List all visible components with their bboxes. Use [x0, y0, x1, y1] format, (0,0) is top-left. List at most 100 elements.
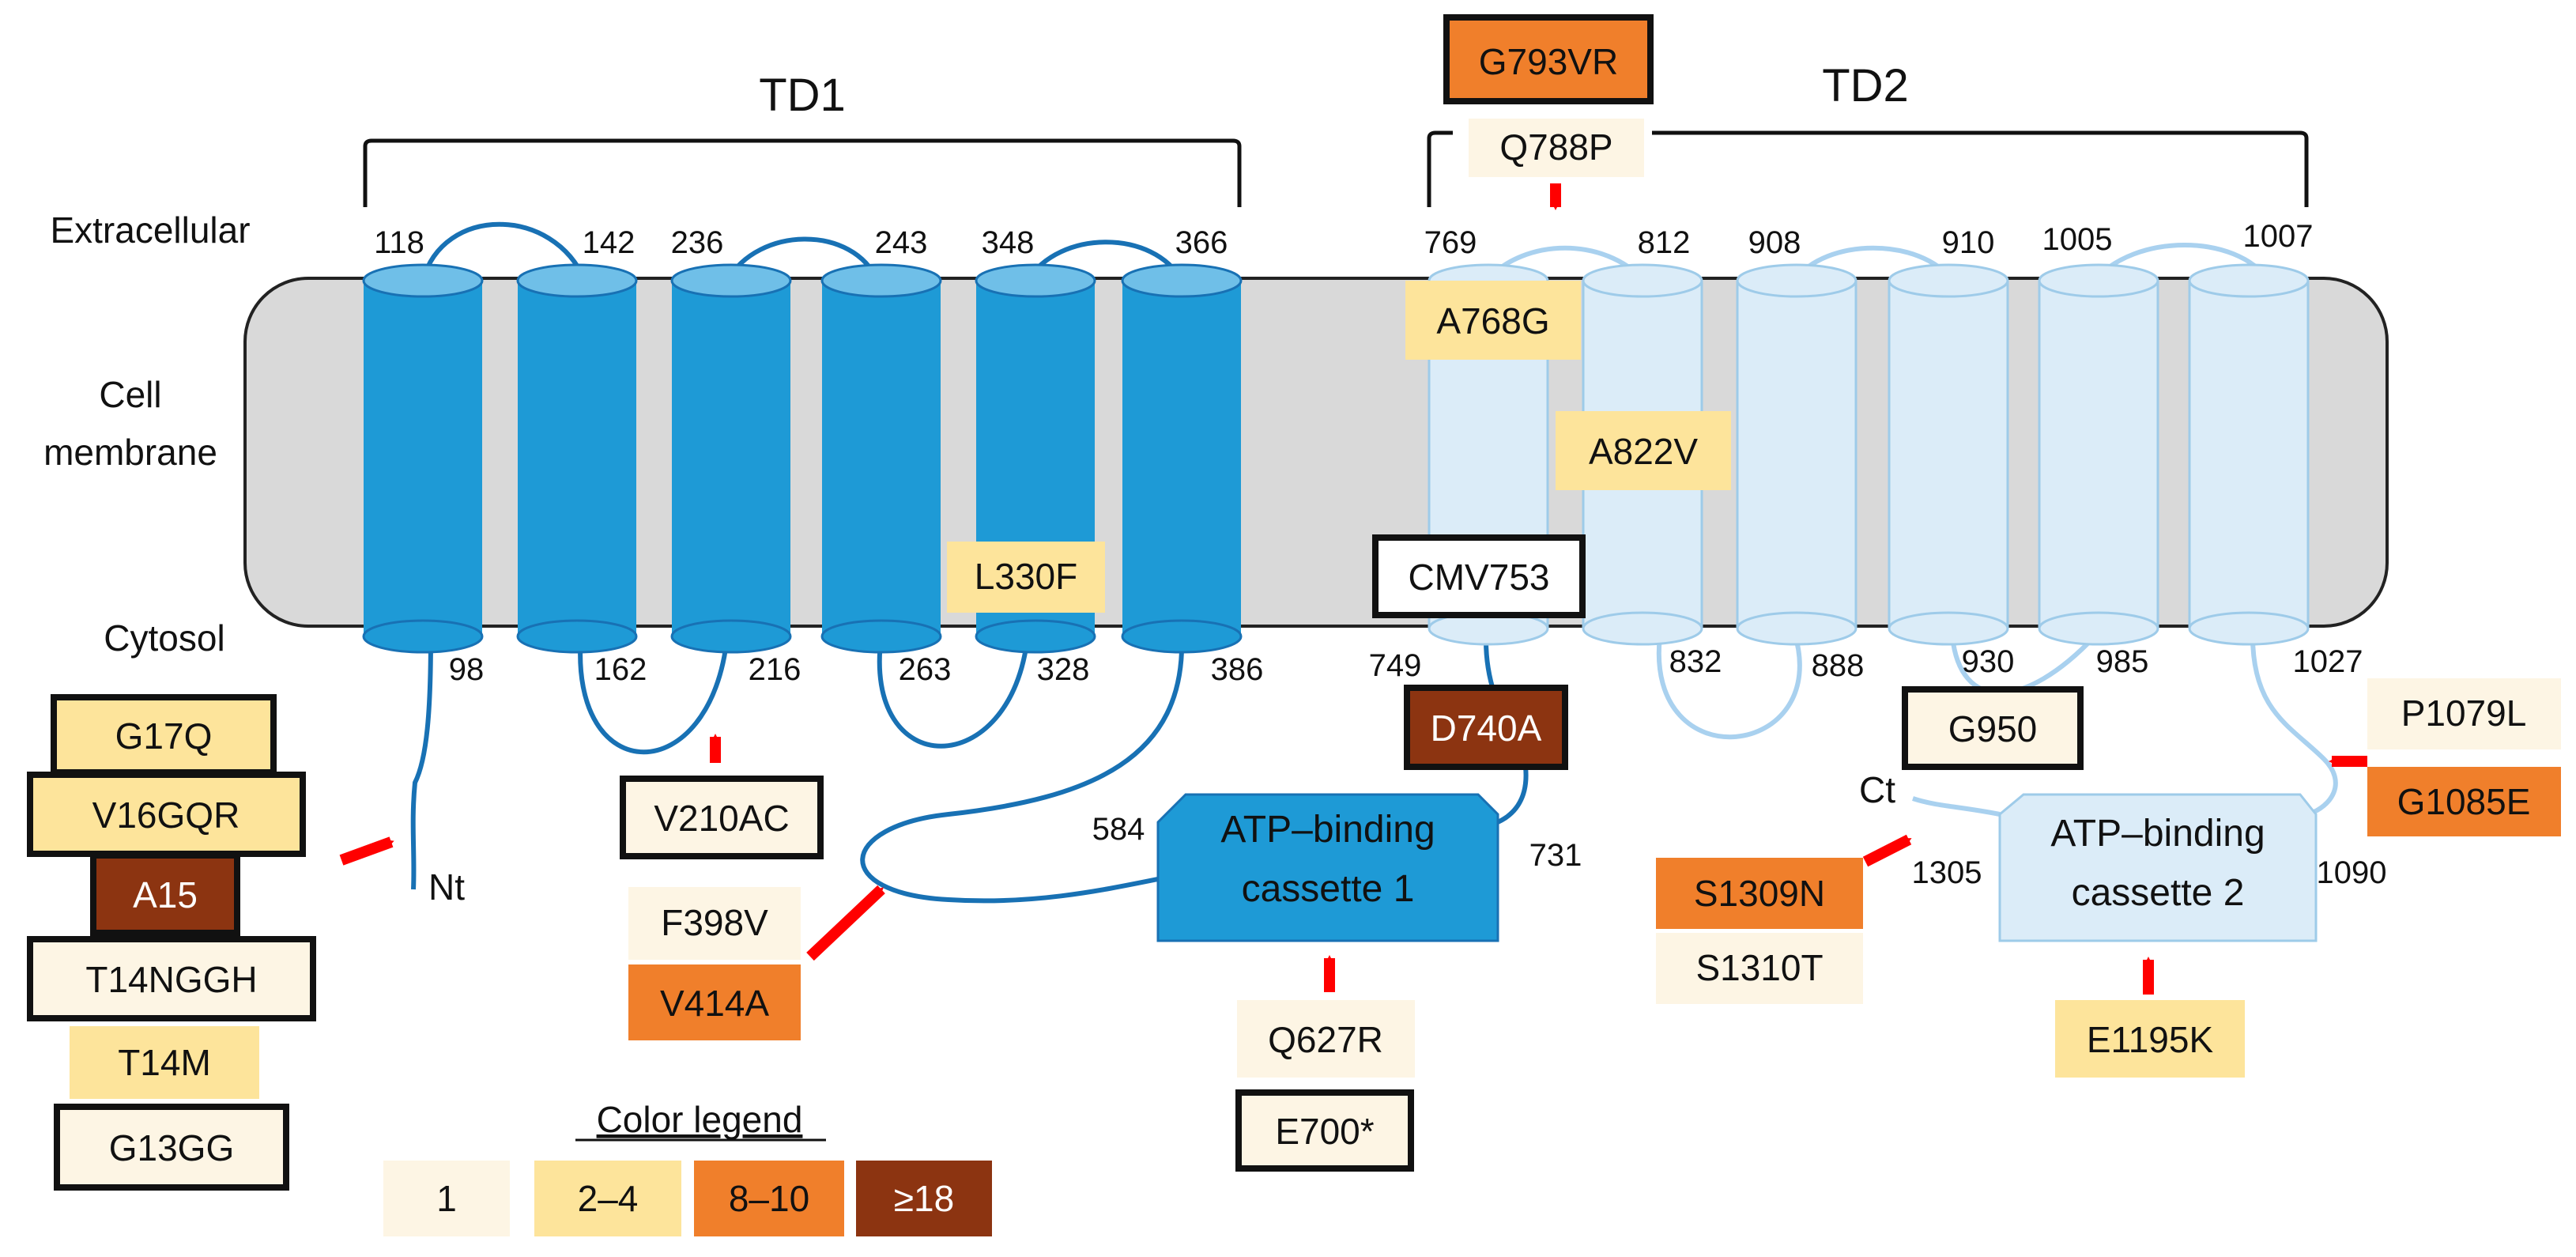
residue-731: 731 [1529, 838, 1582, 873]
legend-swatch-2 [534, 1161, 681, 1236]
legend-swatch-4 [856, 1161, 992, 1236]
linker-loop-584 [860, 636, 1185, 904]
mutation-a15: A15 [133, 874, 198, 915]
mutation-g793vr-box [1443, 14, 1654, 104]
residue-366: 366 [1175, 225, 1228, 260]
mutation-g13gg: G13GG [109, 1127, 235, 1168]
residue-236: 236 [671, 225, 724, 260]
residue-584: 584 [1092, 812, 1145, 847]
residue-328: 328 [1037, 652, 1090, 687]
residue-216: 216 [749, 652, 801, 687]
mutation-q627r: Q627R [1268, 1019, 1383, 1060]
mutation-s1310t-box [1656, 933, 1863, 1004]
residue-1305: 1305 [1912, 855, 1982, 890]
mutation-q788p-box [1469, 119, 1644, 177]
mutation-g1085e-box [2367, 767, 2561, 836]
legend-label-4: ≥18 [894, 1178, 954, 1219]
legend-swatch-1 [383, 1161, 510, 1236]
residue-263: 263 [899, 652, 952, 687]
abc2-label-line1: ATP–binding [2050, 813, 2265, 855]
mutation-p1079l-box [2367, 678, 2561, 749]
mutation-d740a-box [1404, 685, 1568, 770]
mutation-e1195k-box [2055, 1000, 2245, 1078]
mutation-e700: E700* [1275, 1111, 1374, 1152]
mutation-s1309n-box [1656, 858, 1863, 929]
mutation-g13gg-box [54, 1104, 289, 1191]
residue-769: 769 [1424, 225, 1477, 260]
legend-label-3: 8–10 [729, 1178, 809, 1219]
residue-930: 930 [1962, 644, 2015, 679]
mutation-a15-box [90, 852, 240, 936]
mutation-e1195k: E1195K [2087, 1019, 2214, 1060]
residue-832: 832 [1669, 644, 1722, 679]
c-terminus-label: Ct [1859, 769, 1895, 810]
legend-title: Color legend [597, 1099, 803, 1140]
arrow-s1309n [1862, 834, 1912, 867]
residue-888: 888 [1812, 648, 1865, 683]
mutation-cmv753-box [1372, 534, 1586, 618]
mutation-a822v-box [1556, 411, 1731, 490]
abc1-label-line1: ATP–binding [1220, 809, 1435, 851]
td2-label: TD2 [1822, 60, 1909, 111]
mutation-g1085e: G1085E [2397, 781, 2531, 822]
td1-extracellular-loop-1 [421, 221, 587, 282]
arrow-nt [339, 836, 394, 866]
residue-243: 243 [875, 225, 928, 260]
abc2-label-line2: cassette 2 [2072, 872, 2245, 914]
legend-swatch-3 [694, 1161, 844, 1236]
residue-386: 386 [1211, 652, 1264, 687]
mutation-v210ac-box [620, 776, 824, 859]
td1-extracellular-loop-3 [1025, 240, 1184, 282]
td1-helices [362, 263, 1243, 654]
legend-label-1: 1 [436, 1178, 457, 1219]
mutation-q788p: Q788P [1499, 126, 1612, 168]
mutation-d740a: D740A [1431, 708, 1542, 749]
td1-cytosolic-loop-2 [877, 636, 1030, 749]
mutation-v414a: V414A [660, 983, 769, 1024]
td1-cytosolic-loop-1 [578, 636, 730, 755]
residue-118: 118 [374, 225, 424, 260]
residue-162: 162 [594, 652, 647, 687]
abc1-label-line2: cassette 1 [1242, 868, 1415, 910]
n-terminus-label: Nt [428, 866, 465, 908]
mutation-cmv753: CMV753 [1409, 557, 1550, 598]
mutation-g17q: G17Q [115, 715, 213, 757]
mutation-t14nggh: T14NGGH [85, 959, 257, 1000]
td1-extracellular-loop-2 [725, 236, 880, 282]
mutation-v16gqr: V16GQR [92, 795, 240, 836]
mutation-s1310t: S1310T [1695, 947, 1823, 988]
mutation-l330f-box [947, 542, 1105, 613]
mutation-v210ac: V210AC [654, 798, 789, 839]
residue-348: 348 [982, 225, 1035, 260]
residue-1007: 1007 [2243, 219, 2314, 254]
residue-1005: 1005 [2042, 222, 2113, 257]
arrow-v414a [806, 885, 885, 961]
mutation-f398v: F398V [661, 902, 768, 943]
td1-bracket [363, 138, 1242, 207]
n-terminal-strand [410, 636, 433, 890]
mutation-a768g-box [1405, 281, 1581, 360]
extracellular-label: Extracellular [50, 210, 250, 251]
mutation-g793vr: G793VR [1479, 41, 1618, 82]
ct-connector [1912, 796, 2001, 817]
atp-binding-cassette-2: ATP–binding cassette 2 [1998, 793, 2318, 942]
residue-812: 812 [1638, 225, 1691, 260]
mutation-a768g: A768G [1436, 300, 1549, 342]
residue-1090: 1090 [2317, 855, 2387, 890]
td1-label: TD1 [759, 70, 846, 121]
mutation-q627r-box [1237, 1000, 1415, 1078]
mutation-g950-box [1902, 686, 2084, 770]
residue-1027: 1027 [2293, 644, 2363, 679]
mutation-e700-box [1235, 1089, 1414, 1172]
residue-910: 910 [1942, 225, 1995, 260]
mutation-a822v: A822V [1589, 431, 1698, 472]
mutation-v414a-box [628, 964, 801, 1040]
mutation-t14m: T14M [118, 1042, 211, 1083]
residue-985: 985 [2096, 644, 2149, 679]
membrane-label-line2: membrane [43, 432, 217, 473]
legend-label-2: 2–4 [578, 1178, 639, 1219]
mutation-t14nggh-box [27, 936, 316, 1021]
residue-142: 142 [583, 225, 636, 260]
mutation-s1309n: S1309N [1694, 873, 1825, 914]
